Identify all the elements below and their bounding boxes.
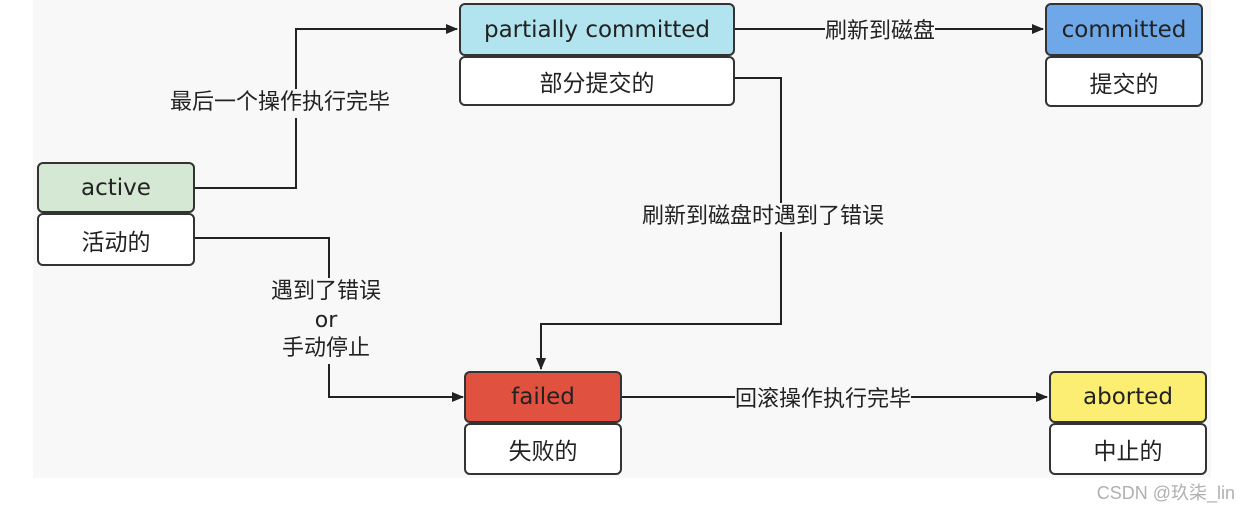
- label-active-to-failed: 遇到了错误 or 手动停止: [267, 278, 386, 364]
- state-failed-cn: 失败的: [464, 423, 622, 475]
- state-committed-cn: 提交的: [1045, 56, 1203, 107]
- state-active-cn: 活动的: [37, 213, 195, 266]
- label-failed-to-aborted: 回滚操作执行完毕: [735, 386, 912, 415]
- label-partial-to-committed: 刷新到磁盘: [825, 18, 936, 47]
- state-partially-committed-cn: 部分提交的: [459, 56, 735, 106]
- state-active: active: [37, 162, 195, 213]
- state-partially-committed: partially committed: [459, 3, 735, 56]
- watermark: CSDN @玖柒_lin: [1096, 483, 1235, 503]
- label-active-to-failed-line3: 手动停止: [282, 336, 371, 362]
- state-aborted: aborted: [1049, 371, 1207, 423]
- label-active-to-failed-line1: 遇到了错误: [271, 279, 382, 304]
- label-partial-to-failed: 刷新到磁盘时遇到了错误: [642, 203, 885, 232]
- state-aborted-cn: 中止的: [1049, 423, 1207, 475]
- label-active-to-partial: 最后一个操作执行完毕: [170, 89, 391, 118]
- state-failed: failed: [464, 371, 622, 423]
- state-committed: committed: [1045, 3, 1203, 56]
- label-active-to-failed-line2: or: [314, 307, 338, 333]
- edge-partial-to-failed: [536, 77, 782, 370]
